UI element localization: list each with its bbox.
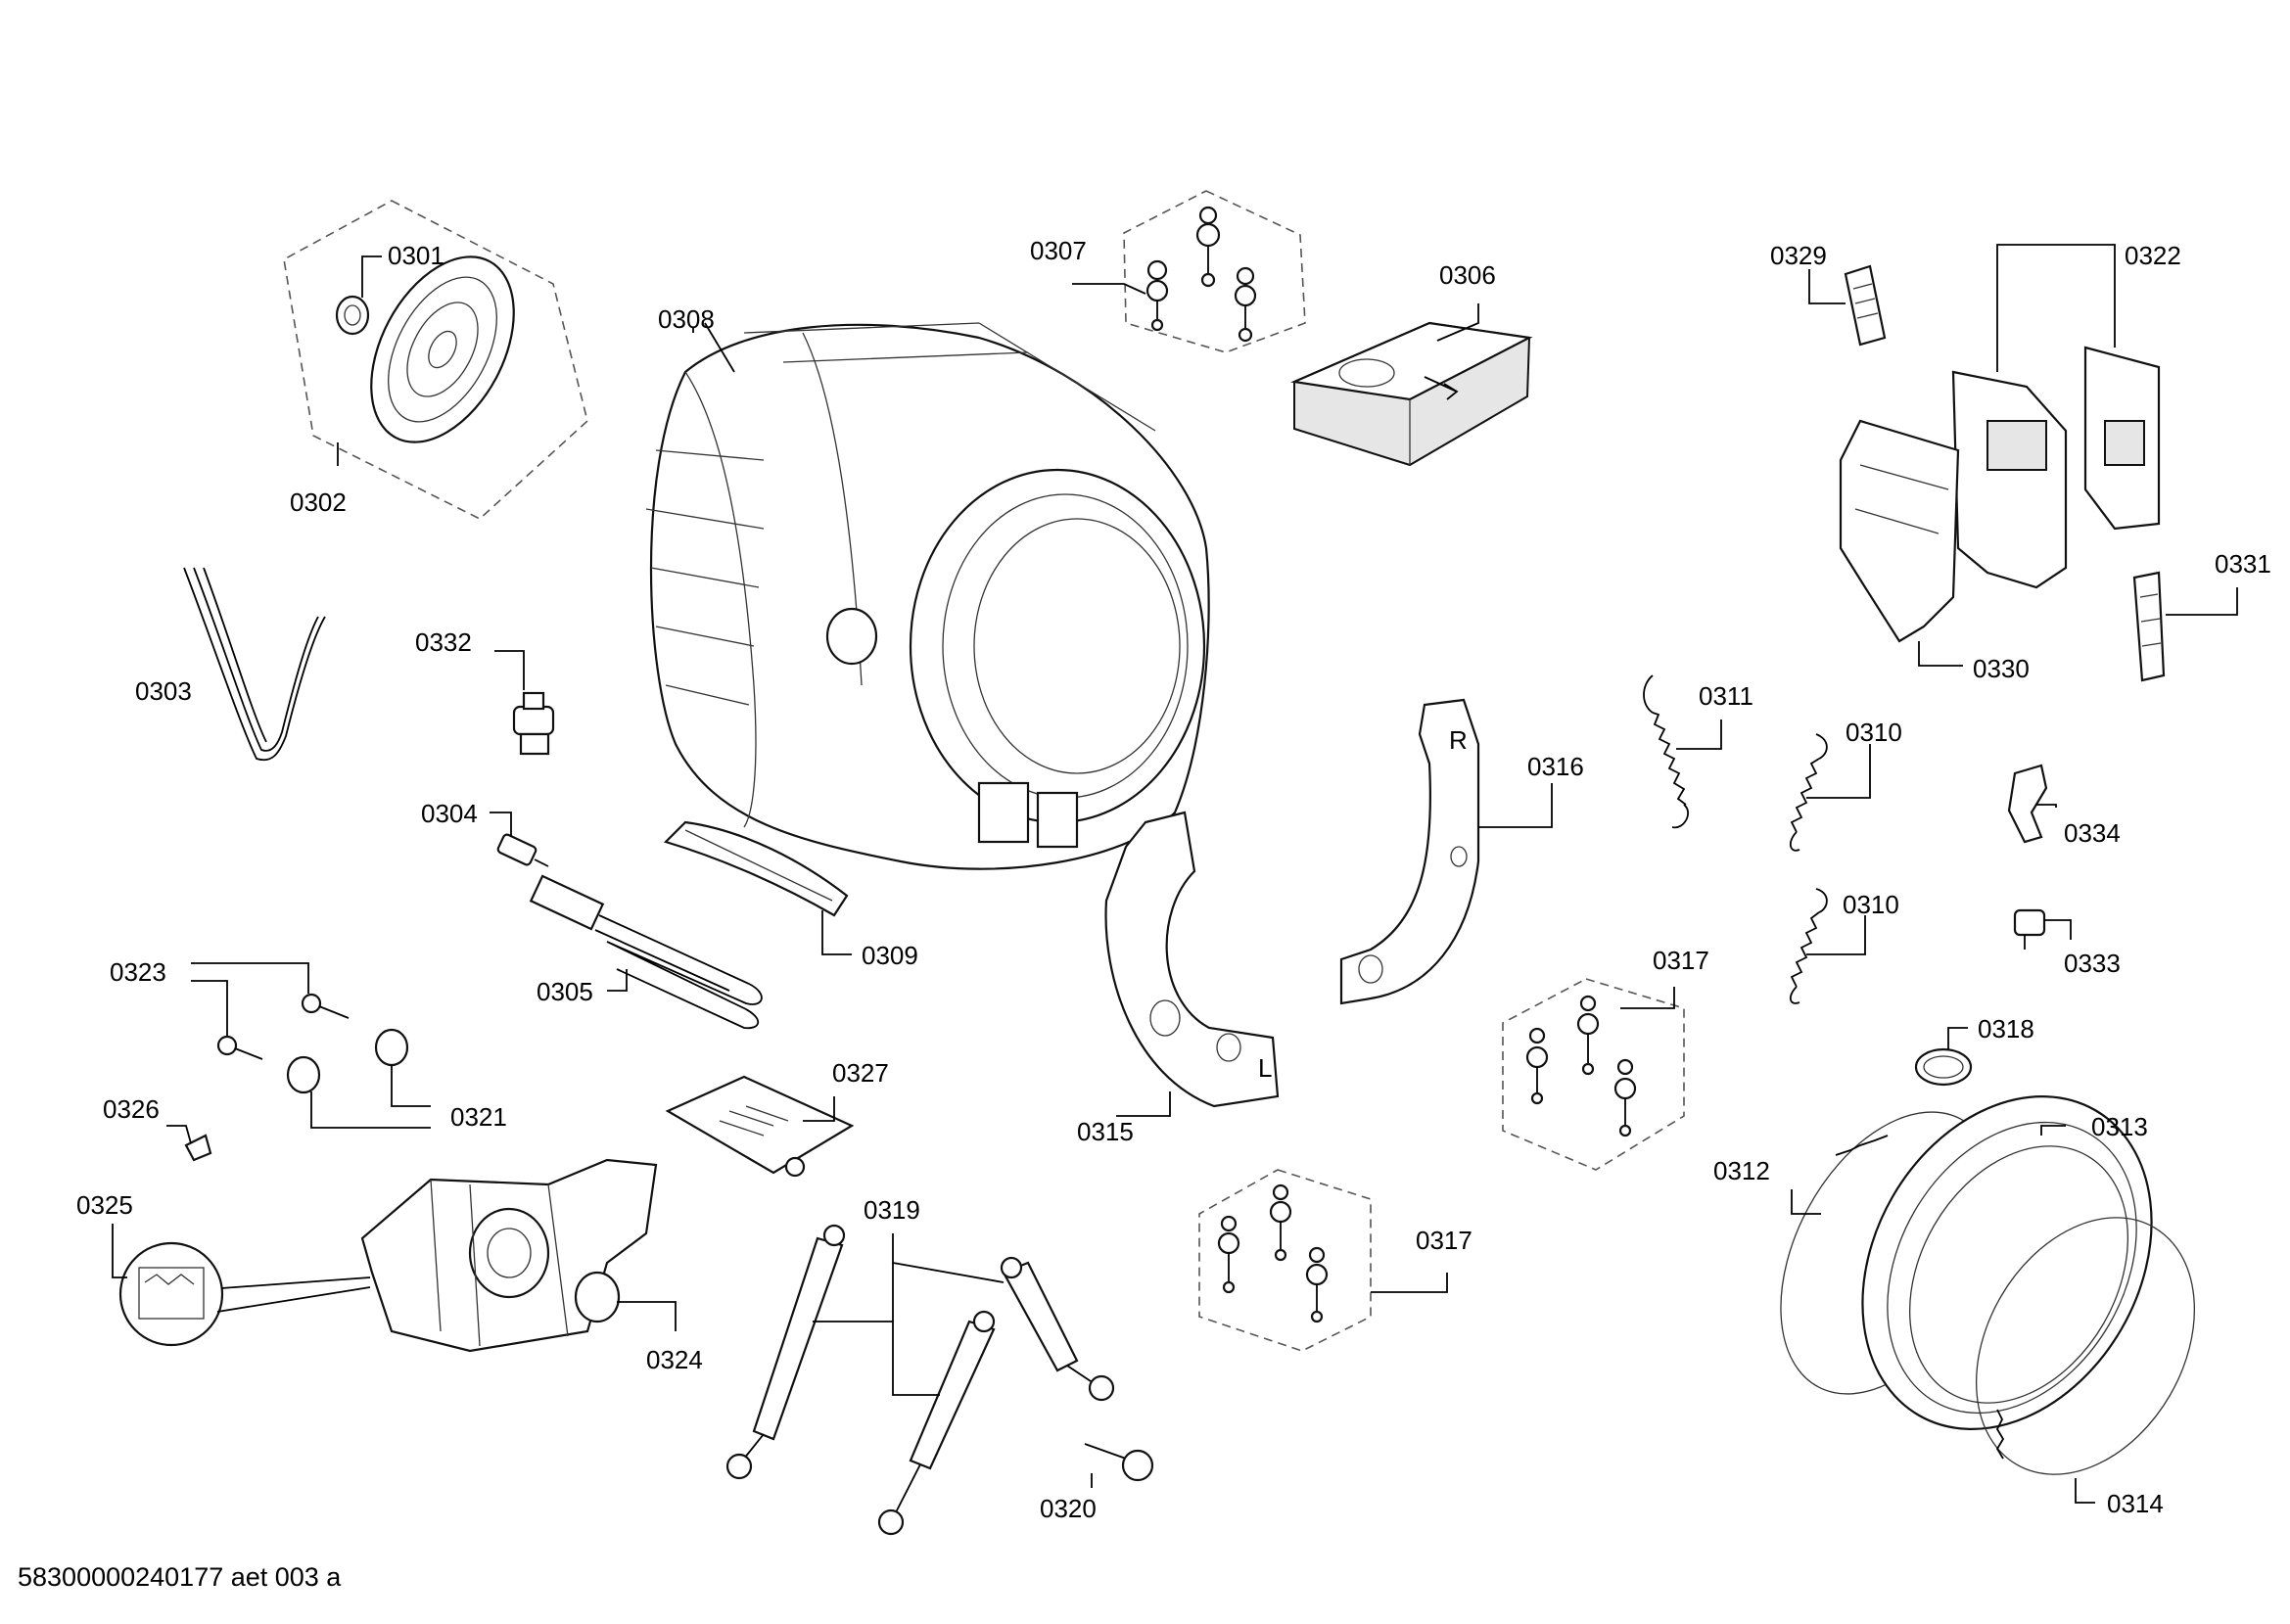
- label-0317-lower: 0317: [1416, 1226, 1472, 1255]
- label-0321: 0321: [450, 1102, 507, 1132]
- label-0332: 0332: [415, 627, 472, 657]
- part-0331-connector-strip[interactable]: [2132, 571, 2166, 682]
- part-0332-sensor[interactable]: [512, 691, 555, 756]
- part-0315-bracket-left[interactable]: L: [1104, 811, 1280, 1108]
- label-0311: 0311: [1699, 681, 1753, 711]
- part-0322-control-module[interactable]: [1951, 346, 2161, 589]
- label-0323: 0323: [110, 957, 166, 987]
- label-0303: 0303: [135, 676, 192, 706]
- part-0329-connector[interactable]: [1844, 264, 1887, 347]
- label-0306: 0306: [1439, 260, 1496, 290]
- part-0317-screw-set-lower[interactable]: [1198, 1169, 1372, 1352]
- label-0313: 0313: [2091, 1112, 2148, 1141]
- part-0303-belt[interactable]: [183, 567, 326, 762]
- part-0306-detergent-cover[interactable]: [1290, 321, 1533, 467]
- part-0310-spring-lower[interactable]: [1790, 888, 1828, 1004]
- part-0301-bearing[interactable]: [335, 295, 370, 336]
- pulley-group: 0301 0302: [283, 200, 588, 520]
- label-0308: 0308: [658, 304, 715, 334]
- part-0319-shock-absorbers[interactable]: [725, 1224, 1115, 1536]
- label-0310-upper: 0310: [1846, 718, 1902, 747]
- part-0308-tub[interactable]: [645, 322, 1210, 870]
- label-0315: 0315: [1077, 1117, 1134, 1146]
- part-0314-outer-clamp-ring[interactable]: [1932, 1179, 2238, 1513]
- label-0324: 0324: [646, 1345, 703, 1374]
- label-0322: 0322: [2125, 241, 2181, 270]
- bracket-marking-right: R: [1449, 725, 1468, 755]
- label-0326: 0326: [103, 1094, 160, 1124]
- part-0318-clamp[interactable]: [1914, 1047, 1973, 1087]
- bracket-marking-left: L: [1258, 1053, 1272, 1083]
- label-0317-upper: 0317: [1653, 946, 1709, 975]
- label-0312: 0312: [1713, 1156, 1770, 1185]
- part-0321-feet[interactable]: [286, 1028, 409, 1094]
- part-0302-pulley[interactable]: [342, 233, 542, 466]
- part-0309-drum-paddle[interactable]: [663, 820, 849, 917]
- label-0302: 0302: [290, 487, 347, 517]
- label-0314: 0314: [2107, 1489, 2164, 1518]
- part-0305-heating-element[interactable]: [529, 874, 763, 1030]
- label-0304: 0304: [421, 799, 478, 828]
- part-0316-bracket-right[interactable]: R: [1339, 698, 1480, 1005]
- part-0327-label-sheet[interactable]: [665, 1075, 855, 1178]
- label-0331: 0331: [2215, 549, 2271, 579]
- part-0325-pump-filter-detail[interactable]: [118, 1241, 371, 1347]
- part-0323-screws[interactable]: [216, 993, 350, 1060]
- part-0334-lock[interactable]: [2007, 764, 2048, 844]
- label-0305: 0305: [537, 977, 593, 1006]
- label-0329: 0329: [1770, 241, 1827, 270]
- label-0320: 0320: [1040, 1494, 1097, 1523]
- label-0325: 0325: [76, 1190, 133, 1220]
- label-0330: 0330: [1973, 654, 2030, 683]
- part-0307-screw-set[interactable]: [1123, 190, 1306, 353]
- part-0324-drain-pump[interactable]: [360, 1158, 658, 1353]
- part-0333-plug[interactable]: [2013, 908, 2046, 950]
- label-0309: 0309: [862, 941, 918, 970]
- part-0320-bolt[interactable]: [1084, 1443, 1154, 1482]
- label-0310-lower: 0310: [1843, 890, 1899, 919]
- part-0311-spring[interactable]: [1643, 674, 1689, 829]
- drawing-id: 58300000240177 aet 003 a: [18, 1562, 342, 1592]
- label-0307: 0307: [1030, 236, 1087, 265]
- label-0318: 0318: [1978, 1014, 2034, 1044]
- part-0313-door-seal[interactable]: [1804, 1044, 2210, 1482]
- label-0319: 0319: [864, 1195, 920, 1225]
- part-0326-clip[interactable]: [184, 1134, 212, 1162]
- part-0304-ntc[interactable]: [496, 833, 549, 867]
- label-0333: 0333: [2064, 949, 2121, 978]
- label-0334: 0334: [2064, 818, 2121, 848]
- part-0317-screw-set-upper[interactable]: [1502, 978, 1685, 1171]
- label-0301: 0301: [388, 241, 444, 270]
- part-0330-module-housing[interactable]: [1839, 419, 1960, 643]
- label-0327: 0327: [832, 1058, 889, 1088]
- label-0316: 0316: [1527, 752, 1584, 781]
- part-0310-spring-upper[interactable]: [1790, 733, 1828, 852]
